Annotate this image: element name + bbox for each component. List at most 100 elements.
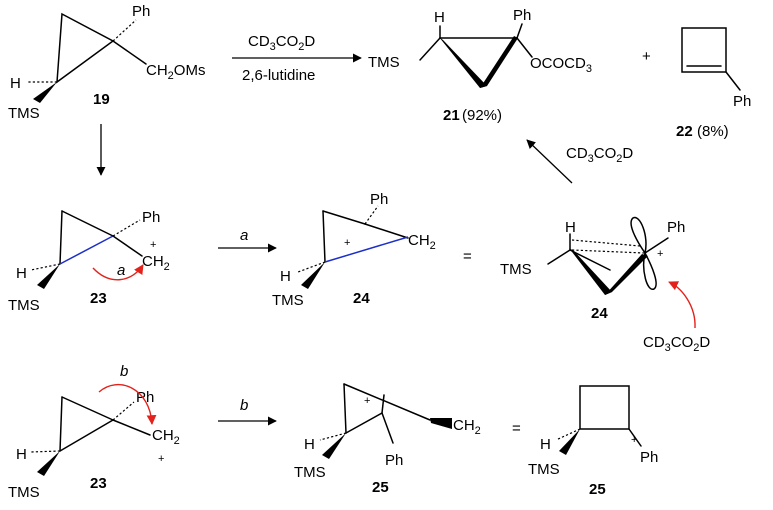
reaction-arrow-path-b: b [218,397,277,426]
wedge-bond-tms [33,82,57,103]
cation-charge: + [657,248,663,260]
hydrogen-label: H [10,75,21,92]
curved-arrow-b [98,383,157,425]
hashed-bond-h [555,428,581,441]
tms-label: TMS [8,297,40,314]
path-label-a: a [117,262,125,279]
bond-ch2oms [112,40,147,65]
wedge-bond-tms [37,451,60,476]
wedge-bond-left [569,248,612,295]
bond-ph [644,237,669,254]
nucleophile-cd3co2d: CD3CO2D [643,334,710,354]
p-orbital-upper-lobe [630,216,647,255]
phenyl-label: Ph [385,452,403,469]
compound-24-bicyclobutonium: Ph CH2 + H TMS 24 [272,191,436,309]
compound-number-19: 19 [93,91,110,108]
compound-number-25: 25 [372,479,389,496]
ring-bond-bridge [381,394,385,414]
hashed-bond-h [30,263,61,271]
tms-label: TMS [368,54,400,71]
bond-ester [516,37,533,58]
reaction-arrow-19-to-21: CD3CO2D 2,6-lutidine [232,33,362,84]
phenyl-label: Ph [513,7,531,24]
phenyl-label: Ph [733,93,751,110]
ring-bond-top [322,210,366,225]
hydrogen-label: H [434,9,445,26]
phenyl-label: Ph [136,389,154,406]
hashed-bond-h [319,432,347,441]
hydrogen-label: H [540,436,551,453]
compound-number-23: 23 [90,475,107,492]
hashed-bond-ph [112,401,135,421]
cyclobutene-ring [681,27,727,73]
ch2-label: CH2 [142,253,170,273]
compound-number-25: 25 [589,481,606,498]
ch2oms-label: CH2OMs [146,62,205,82]
compound-25-bicyclobutonium: CH2 Ph + H TMS 25 [294,383,481,496]
bond-tms [419,37,441,61]
bond-ch2 [112,235,143,257]
ring-bond-top [61,210,114,237]
compound-number-24: 24 [353,290,370,307]
bond-tms [547,249,571,265]
phenyl-label: Ph [667,219,685,236]
migrating-bond [59,235,114,265]
wedge-bond-ch2 [430,418,452,429]
cation-charge: + [631,434,637,446]
bond-ph [725,71,741,91]
hydrogen-label: H [565,219,576,236]
cyclopropane-ring [56,12,115,84]
wedge-bond-tms [322,433,346,459]
cation-charge: + [158,453,164,465]
reagent-cd3co2d: CD3CO2D [566,145,633,165]
hashed-bond-ph [112,19,137,42]
ester-label: OCOCD3 [530,55,592,75]
phenyl-label: Ph [132,3,150,20]
compound-21: TMS H Ph OCOCD3 21 (92%) [368,7,592,124]
wedge-bond-tms [37,264,60,289]
tms-label: TMS [8,105,40,122]
bridging-bond [324,236,409,263]
ring-back-bond [569,249,611,271]
curved-arrow-attack [668,281,696,329]
partial-bond-2 [571,249,645,254]
hydrogen-label: H [304,436,315,453]
equals-sign: = [463,248,472,265]
ring-bond-top [343,383,431,421]
yield-21: (92%) [462,107,502,124]
compound-number-22: 22 [676,123,693,140]
compound-25-cyclobutyl: H TMS Ph + 25 [528,385,658,498]
tms-label: TMS [528,461,560,478]
compound-number-21: 21 [443,107,460,124]
compound-24-orbital-view: TMS H Ph + CD3CO2D 24 [500,216,710,354]
wedge-bond-tms [301,262,325,289]
hydrogen-label: H [16,265,27,282]
tms-label: TMS [500,261,532,278]
partial-bond-1 [571,239,641,247]
phenyl-label: Ph [370,191,388,208]
path-label-b: b [120,363,128,380]
reaction-arrow-path-a: a [218,227,277,253]
tms-label: TMS [294,464,326,481]
ring-bond-left [322,210,326,263]
tms-label: TMS [272,292,304,309]
curved-arrow-a [92,264,144,281]
equals-sign: = [512,420,521,437]
path-label-b: b [240,397,248,414]
phenyl-label: Ph [640,449,658,466]
compound-22: Ph 22 (8%) [676,27,751,140]
wedge-bond-right [480,36,518,88]
ring-bond-top [61,396,114,421]
p-orbital-lower-lobe [642,250,657,290]
bond-ph [516,23,523,39]
bond-ph [381,412,394,444]
plus-sign: + [642,48,651,65]
reaction-arrow-24-to-21: CD3CO2D [526,139,633,184]
compound-number-24: 24 [591,305,608,322]
compound-23-path-a: Ph + CH2 H TMS a 23 [8,209,170,314]
cation-charge: + [364,395,370,407]
ch2-label: CH2 [408,232,436,252]
ch2-label: CH2 [152,427,180,447]
cation-charge: + [344,237,350,249]
